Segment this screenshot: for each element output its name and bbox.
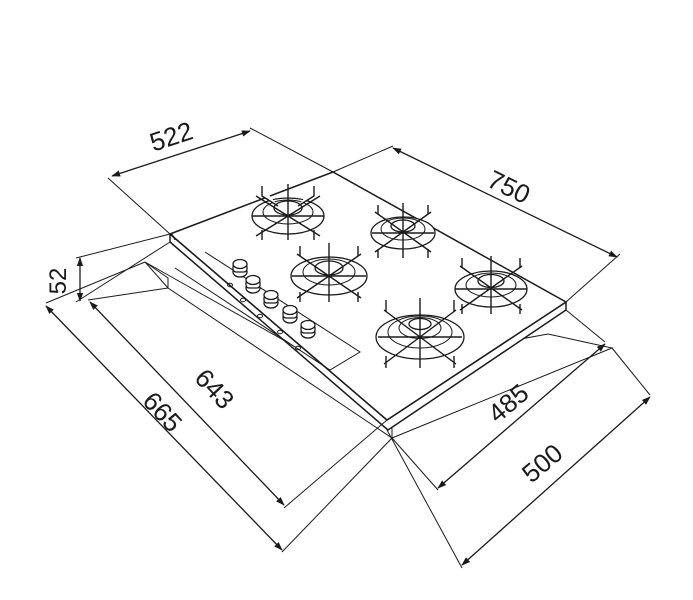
dim-line-750	[392, 147, 618, 258]
dimension-lines	[45, 130, 651, 566]
knob-1	[227, 258, 248, 288]
extension-lines	[45, 127, 651, 569]
burner-front-left	[290, 243, 368, 302]
dim-line-643	[89, 301, 285, 506]
dim-line-500	[461, 396, 651, 566]
burner-rear-left	[251, 184, 325, 240]
dim-label-500: 500	[516, 438, 569, 489]
burner-right-wok	[454, 256, 528, 314]
dim-line-522	[111, 130, 251, 177]
dim-label-665: 665	[137, 386, 189, 438]
dim-label-485: 485	[482, 378, 535, 429]
dim-label-643: 643	[189, 363, 241, 415]
dim-label-52: 52	[45, 268, 72, 295]
knob-2	[240, 274, 261, 303]
knob-5	[295, 319, 316, 351]
dim-label-750: 750	[483, 164, 535, 210]
